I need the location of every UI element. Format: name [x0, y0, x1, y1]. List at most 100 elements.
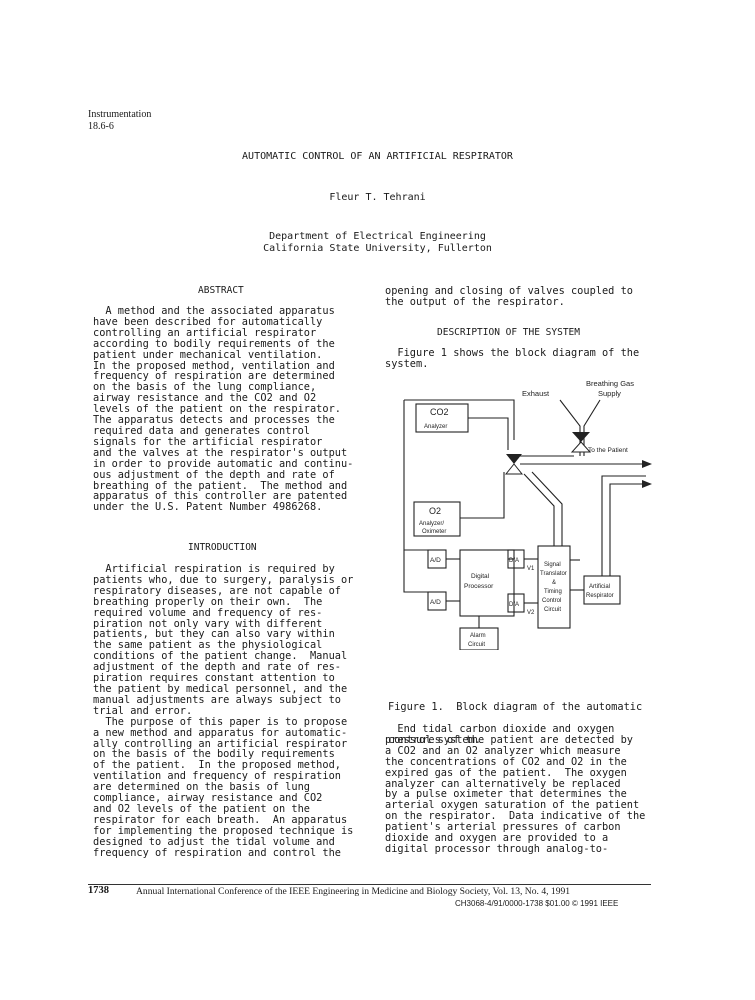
- text-line: breathing of the patient. The method and: [93, 479, 348, 492]
- text-line: piration requires constant attention to: [93, 672, 335, 685]
- affiliation-university: California State University, Fullerton: [263, 243, 492, 254]
- text-line: dioxide and oxygen are provided to a: [385, 832, 609, 845]
- label-exhaust: Exhaust: [522, 389, 550, 398]
- text-line: frequency of respiration are determined: [93, 370, 335, 383]
- text-line: airway resistance and the CO2 and O2: [93, 392, 317, 405]
- label-and: &: [552, 580, 556, 586]
- label-circuit: Circuit: [544, 607, 561, 613]
- author-name: Fleur T. Tehrani: [329, 192, 426, 203]
- text-line: respiratory diseases, are not capable of: [93, 584, 341, 597]
- text-line: the patient by medical personnel, and th…: [93, 682, 348, 695]
- label-o2: O2: [429, 506, 441, 516]
- text-line: ally controlling an artificial respirato…: [93, 737, 348, 750]
- digital-processor-box: [459, 549, 515, 617]
- text-line: conditions of the patient change. Manual: [93, 650, 348, 663]
- text-line: for implementing the proposed technique …: [93, 824, 354, 837]
- text-line: adjustment of the depth and rate of res-: [93, 661, 341, 674]
- text-line: controlling an artificial respirator: [93, 326, 317, 339]
- label-o2-oximeter: Oximeter: [422, 529, 446, 535]
- artificial-respirator-box: [583, 575, 621, 605]
- text-line: required volume and frequency of res-: [93, 606, 323, 619]
- exhaust-valve: [506, 454, 522, 464]
- right-top-text: opening and closing of valves coupled to…: [385, 286, 633, 308]
- text-line: of the patient. In the proposed method,: [93, 759, 341, 772]
- abstract-heading: ABSTRACT: [198, 285, 244, 296]
- text-line: patient under mechanical ventilation.: [93, 348, 323, 361]
- text-line: and the valves at the respirator's outpu…: [93, 446, 348, 459]
- label-to-patient: To the Patient: [588, 447, 628, 454]
- figure-caption: Figure 1. Block diagram of the automatic…: [388, 701, 643, 746]
- label-o2-analyzer: Analyzer/: [419, 521, 444, 527]
- text-line: ous adjustment of the depth and rate of: [93, 468, 335, 481]
- footer-rule: [88, 884, 651, 885]
- text-line: a CO2 and an O2 analyzer which measure: [385, 744, 621, 757]
- label-v1: V1: [527, 566, 535, 572]
- label-v2: V2: [527, 610, 535, 616]
- text-line: manual adjustments are always subject to: [93, 693, 341, 706]
- text-line: on the respirator. Data indicative of th…: [385, 810, 646, 823]
- label-co2-analyzer: Analyzer: [424, 424, 447, 430]
- label-ad-2: A/D: [430, 599, 441, 606]
- text-line: patient's arterial pressures of carbon: [385, 821, 621, 834]
- description-heading: DESCRIPTION OF THE SYSTEM: [437, 327, 580, 338]
- text-line: have been described for automatically: [93, 315, 323, 328]
- label-translator: Translator: [540, 571, 567, 577]
- text-line: a new method and apparatus for automatic…: [93, 726, 348, 739]
- session-name: Instrumentation: [88, 109, 152, 120]
- conference-line: Annual International Conference of the I…: [136, 886, 571, 897]
- text-line: the same patient as the physiological: [93, 639, 323, 652]
- text-line: piration not only vary with different: [93, 617, 323, 630]
- text-line: designed to adjust the tidal volume and: [93, 835, 335, 848]
- text-line: patients, but they can also vary within: [93, 628, 335, 641]
- label-da-2: D/A: [509, 602, 519, 608]
- text-line: ventilation and frequency of respiration: [93, 770, 341, 783]
- text-line: trial and error.: [93, 704, 193, 717]
- page-number: 1738: [88, 885, 109, 896]
- text-line: levels of the patient on the respirator.: [93, 403, 341, 416]
- session-number: 18.6-6: [88, 121, 114, 132]
- text-line: The purpose of this paper is to propose: [93, 715, 348, 728]
- text-line: In the proposed method, ventilation and: [93, 359, 335, 372]
- text-line: signals for the artificial respirator: [93, 435, 323, 448]
- signal-translator-box: [537, 545, 571, 629]
- label-alarm-circuit: Circuit: [468, 642, 485, 648]
- label-respirator: Respirator: [586, 593, 614, 599]
- label-digital: Digital: [471, 573, 490, 580]
- label-co2: CO2: [430, 407, 449, 417]
- text-line: breathing properly on their own. The: [93, 595, 323, 608]
- text-line: Figure 1 shows the block diagram of the: [385, 347, 640, 359]
- text-line: digital processor through analog-to-: [385, 842, 609, 855]
- text-line: Artificial respiration is required by: [93, 563, 335, 575]
- label-alarm: Alarm: [470, 633, 486, 639]
- text-line: patients who, due to surgery, paralysis …: [93, 573, 354, 586]
- block-diagram: Exhaust Breathing Gas Supply CO2 Analyze…: [403, 380, 652, 650]
- text-line: compliance, airway resistance and CO2: [93, 792, 323, 805]
- text-line: by a pulse oximeter that determines the: [385, 788, 627, 801]
- text-line: apparatus of this controller are patente…: [93, 490, 348, 503]
- text-line: under the U.S. Patent Number 4986268.: [93, 501, 323, 514]
- text-line: on the basis of the lung compliance,: [93, 381, 317, 394]
- text-line: A method and the associated apparatus: [93, 305, 335, 317]
- supply-valve: [572, 432, 590, 442]
- introduction-heading: INTRODUCTION: [188, 542, 257, 553]
- text-line: required data and generates control: [93, 424, 310, 437]
- text-line: according to bodily requirements of the: [93, 337, 335, 350]
- text-line: End tidal carbon dioxide and oxygen: [385, 723, 615, 735]
- label-artificial: Artificial: [589, 584, 610, 590]
- text-line: frequency of respiration and control the: [93, 846, 341, 859]
- text-line: arterial oxygen saturation of the patien…: [385, 799, 640, 812]
- label-gas-supply-1: Breathing Gas: [586, 380, 634, 388]
- label-gas-supply-2: Supply: [598, 389, 621, 398]
- text-line: in order to provide automatic and contin…: [93, 457, 354, 470]
- copyright-code: CH3068-4/91/0000-1738 $01.00 © 1991 IEEE: [455, 899, 619, 908]
- text-line: The apparatus detects and processes the: [93, 414, 335, 427]
- text-line: pressures of the patient are detected by: [385, 733, 633, 746]
- text-line: are determined on the basis of lung: [93, 781, 310, 794]
- session-label: Instrumentation 18.6-6: [88, 109, 151, 133]
- text-line: the output of the respirator.: [385, 295, 565, 308]
